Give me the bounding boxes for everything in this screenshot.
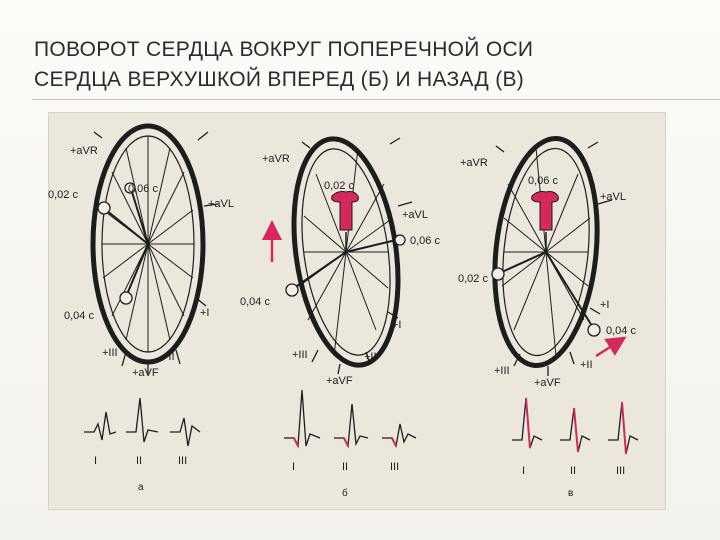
rotation-arrow-c — [595, 336, 627, 358]
lead-label-ii: +II — [580, 359, 593, 371]
ecg-traces-a — [84, 397, 201, 447]
panel-caption-b: б — [342, 487, 348, 499]
vector-label-004: 0,04 с — [64, 310, 94, 322]
vector-arrows-a — [97, 182, 149, 305]
lead-label-avr: +aVR — [262, 153, 290, 165]
vector-label-002: 0,02 с — [48, 189, 78, 201]
ecg-label-iii: III — [178, 455, 187, 467]
title-line-1: ПОВОРОТ СЕРДЦА ВОКРУГ ПОПЕРЕЧНОЙ ОСИ — [34, 38, 534, 61]
ecg-traces-b — [284, 389, 417, 449]
panel-a: +aVR +aVL +I +II +III +aVF 0,02 с 0,06 с… — [48, 123, 234, 493]
ecg-label-ii: II — [136, 455, 142, 467]
heart-shape-b — [331, 191, 359, 252]
lead-label-avl: +aVL — [402, 209, 428, 221]
ecg-label-ii: II — [342, 461, 348, 473]
ecg-label-i: I — [94, 455, 97, 467]
lead-wheel-b — [291, 136, 413, 375]
lead-label-avr: +aVR — [460, 157, 488, 169]
lead-label-ii: +II — [364, 351, 377, 363]
lead-label-avl: +aVL — [600, 191, 626, 203]
slide-title: ПОВОРОТ СЕРДЦА ВОКРУГ ПОПЕРЕЧНОЙ ОСИ СЕР… — [34, 35, 694, 95]
panel-caption-a: а — [138, 482, 144, 493]
vector-label-004: 0,04 с — [606, 325, 636, 337]
vector-label-006: 0,06 с — [410, 235, 440, 247]
panel-caption-c: в — [568, 488, 573, 499]
vector-label-002: 0,02 с — [458, 273, 488, 285]
vector-label-002: 0,02 с — [324, 180, 354, 192]
lead-label-iii: +III — [292, 349, 308, 361]
vector-label-004: 0,04 с — [240, 296, 270, 308]
vector-arrows-b — [285, 234, 406, 297]
lead-label-avr: +aVR — [70, 145, 98, 157]
lead-label-i: +I — [600, 299, 609, 311]
ecg-label-i: I — [522, 465, 525, 477]
vector-label-006: 0,06 с — [128, 183, 158, 195]
panel-c: +aVR +aVL +I +II +III +aVF 0,02 с 0,06 с… — [458, 136, 639, 499]
heart-shape-c — [531, 191, 559, 252]
ecg-traces-c — [512, 397, 639, 455]
figure-svg: +aVR +aVL +I +II +III +aVF 0,02 с 0,06 с… — [48, 123, 639, 499]
heart-rotation-figure: +aVR +aVL +I +II +III +aVF 0,02 с 0,06 с… — [48, 112, 666, 510]
ecg-label-i: I — [292, 461, 295, 473]
ecg-label-iii: III — [616, 465, 625, 477]
lead-label-iii: +III — [102, 347, 118, 359]
lead-label-i: +I — [200, 307, 209, 319]
lead-label-avf: +aVF — [326, 375, 353, 387]
lead-label-i: +I — [392, 319, 401, 331]
lead-label-avf: +aVF — [132, 367, 159, 379]
ecg-label-ii: II — [570, 465, 576, 477]
vector-label-006: 0,06 с — [528, 175, 558, 187]
title-line-2: СЕРДЦА ВЕРХУШКОЙ ВПЕРЕД (Б) И НАЗАД (В) — [34, 68, 525, 91]
lead-wheel-c — [492, 136, 613, 376]
lead-label-avl: +aVL — [208, 198, 234, 210]
title-divider — [32, 99, 720, 100]
ecg-label-iii: III — [390, 461, 399, 473]
panel-b: +aVR +aVL +I +II +III +aVF 0,02 с 0,06 с… — [240, 136, 440, 499]
lead-label-iii: +III — [494, 365, 510, 377]
lead-wheel-a — [90, 123, 219, 374]
lead-label-ii: +II — [162, 351, 175, 363]
vector-arrows-c — [491, 251, 601, 337]
lead-label-avf: +aVF — [534, 377, 561, 389]
